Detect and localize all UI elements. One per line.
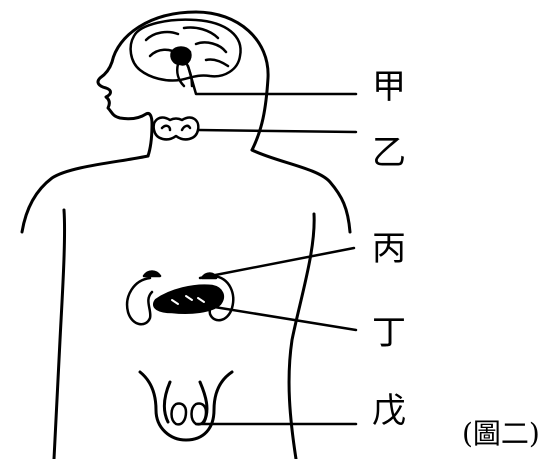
leader-line-ding bbox=[196, 304, 356, 330]
pancreas-icon bbox=[154, 286, 223, 313]
label-yi: 乙 bbox=[372, 136, 406, 170]
thyroid-gland-icon bbox=[154, 118, 199, 140]
figure-caption: (圖二) bbox=[462, 420, 540, 448]
leader-lines bbox=[188, 66, 356, 424]
label-jia: 甲 bbox=[372, 70, 406, 104]
label-bing: 丙 bbox=[372, 232, 406, 266]
label-ding: 丁 bbox=[372, 316, 406, 350]
label-wu: 戊 bbox=[372, 394, 406, 428]
leader-line-yi bbox=[198, 130, 356, 132]
leader-line-bing bbox=[200, 248, 354, 278]
gonad-icon bbox=[172, 403, 207, 424]
leader-line-jia bbox=[188, 66, 356, 94]
